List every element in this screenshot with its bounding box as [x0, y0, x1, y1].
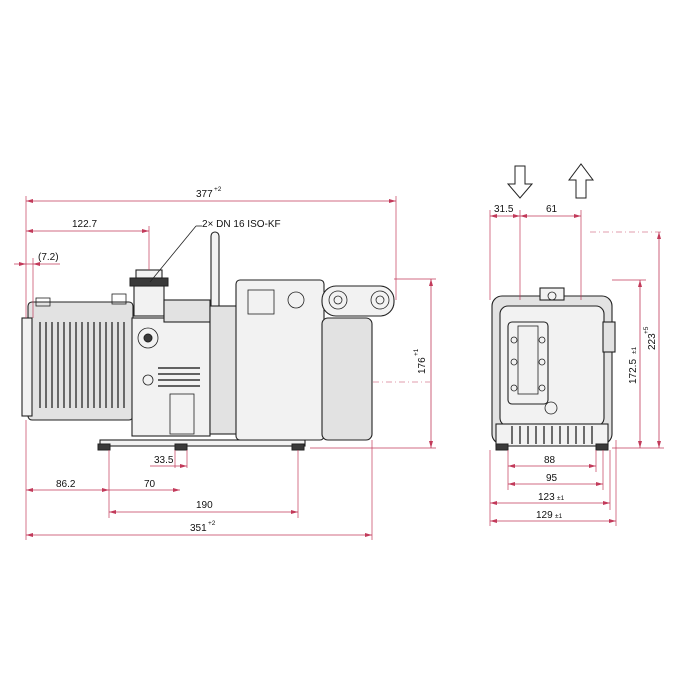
end-view-pump: [491, 228, 616, 451]
dim-base-length-tol: +2: [208, 520, 216, 527]
end-view-dimensions: 31.5 61 172.5 ±1 223 +5 88 95: [489, 204, 664, 526]
dim-base-length: 351: [190, 523, 207, 534]
dim-190: 190: [196, 500, 213, 511]
dim-overall-length-tol: +2: [214, 186, 222, 193]
arrow-up-icon: [568, 163, 594, 199]
dim-70: 70: [144, 479, 156, 490]
flange-callout: 2× DN 16 ISO-KF: [202, 219, 281, 230]
dim-172-5: 172.5: [628, 359, 639, 384]
side-view-pump: [21, 231, 430, 451]
dim-129-tol: ±1: [555, 513, 563, 520]
dim-33-5: 33.5: [154, 455, 174, 466]
dim-223-tol: +5: [643, 326, 650, 334]
cooling-fins: [39, 322, 125, 408]
dim-height: 176: [417, 357, 428, 374]
dim-95: 95: [546, 473, 558, 484]
dim-172-5-tol: ±1: [631, 346, 638, 354]
dim-31-5: 31.5: [494, 204, 514, 215]
dim-overall-length: 377: [196, 189, 213, 200]
dim-61: 61: [546, 204, 558, 215]
arrow-down-icon: [506, 165, 534, 199]
dim-height-tol: +1: [413, 348, 420, 356]
dim-123-tol: ±1: [557, 495, 565, 502]
dim-129: 129: [536, 510, 553, 521]
side-view-dimensions: 377 +2 122.7 2× DN 16 ISO-KF (7.2) 176 +…: [14, 186, 436, 540]
dim-223: 223: [647, 333, 658, 350]
dim-88: 88: [544, 455, 556, 466]
dim-86-2: 86.2: [56, 479, 76, 490]
dim-to-inlet: 122.7: [72, 219, 97, 230]
dim-123: 123: [538, 492, 555, 503]
dim-offset: (7.2): [38, 252, 59, 263]
